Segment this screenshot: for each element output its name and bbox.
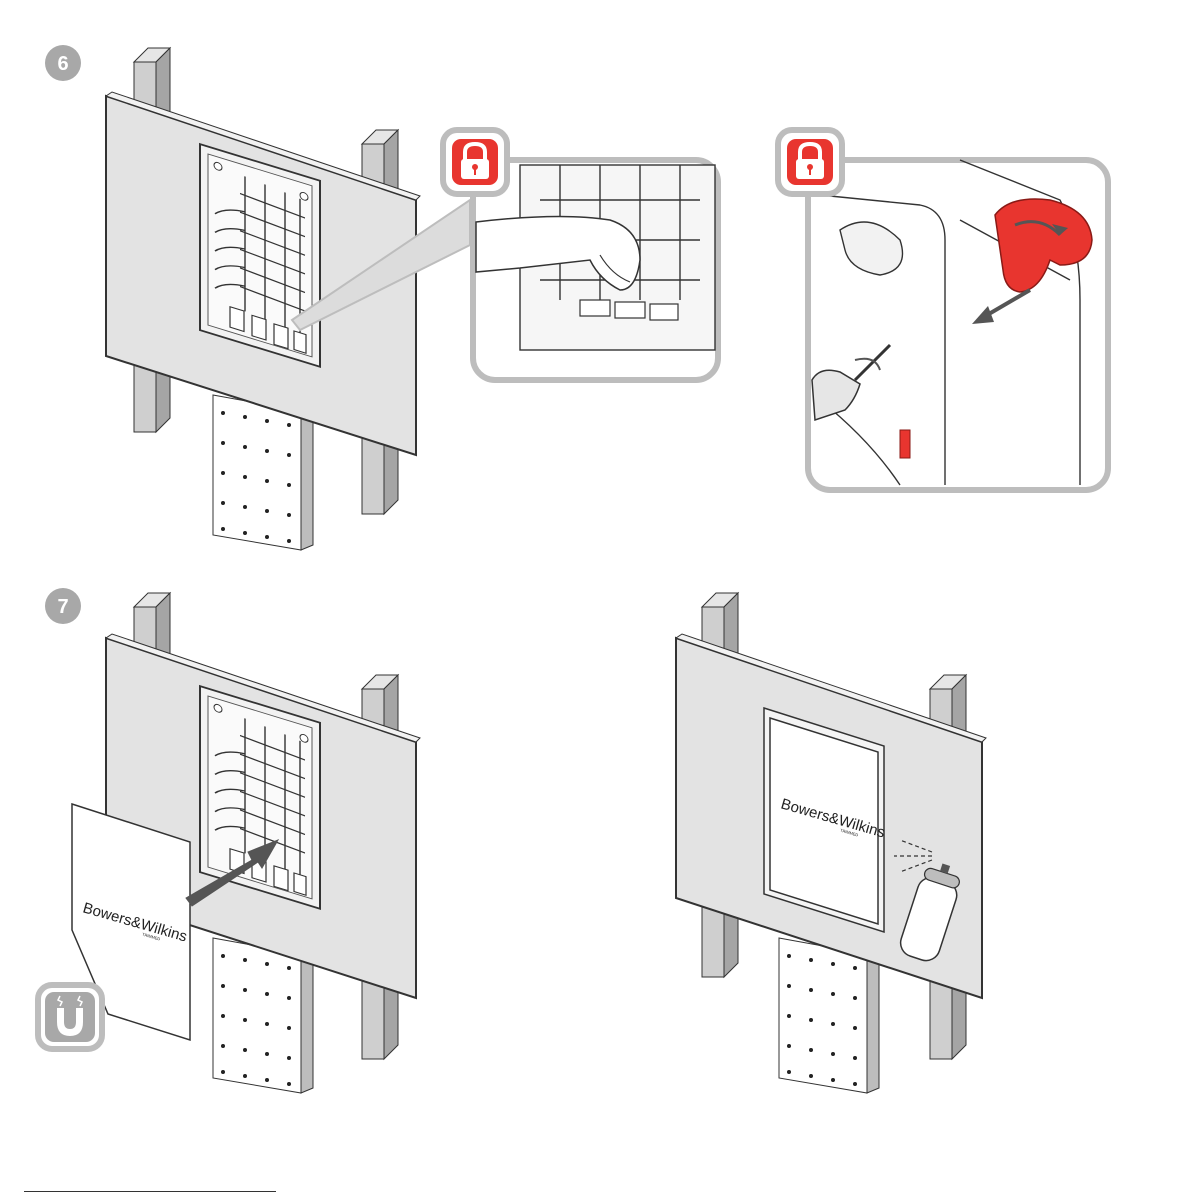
backbox-panel [779,938,879,1093]
magnet-icon [38,985,102,1049]
step-6-number: 6 [57,53,68,75]
step-7-badge: 7 [45,588,81,624]
lock-icon [778,130,842,194]
lock-icon [443,130,507,194]
step-7-number: 7 [57,596,68,618]
step-6-panel: 6 [45,45,1108,550]
installed-grille: Bowers&Wilkins TRIMMED [764,708,887,932]
step-7-panel: 7 Bowers&Wilkins TRIMMED [38,588,420,1093]
backbox-panel [213,938,313,1093]
speaker-cavity [200,144,320,367]
step-6-badge: 6 [45,45,81,81]
callout-clamp [808,160,1108,490]
speaker-cavity [200,686,320,909]
callout-hand [473,160,718,380]
finished-panel: Bowers&Wilkins TRIMMED [676,593,986,1093]
